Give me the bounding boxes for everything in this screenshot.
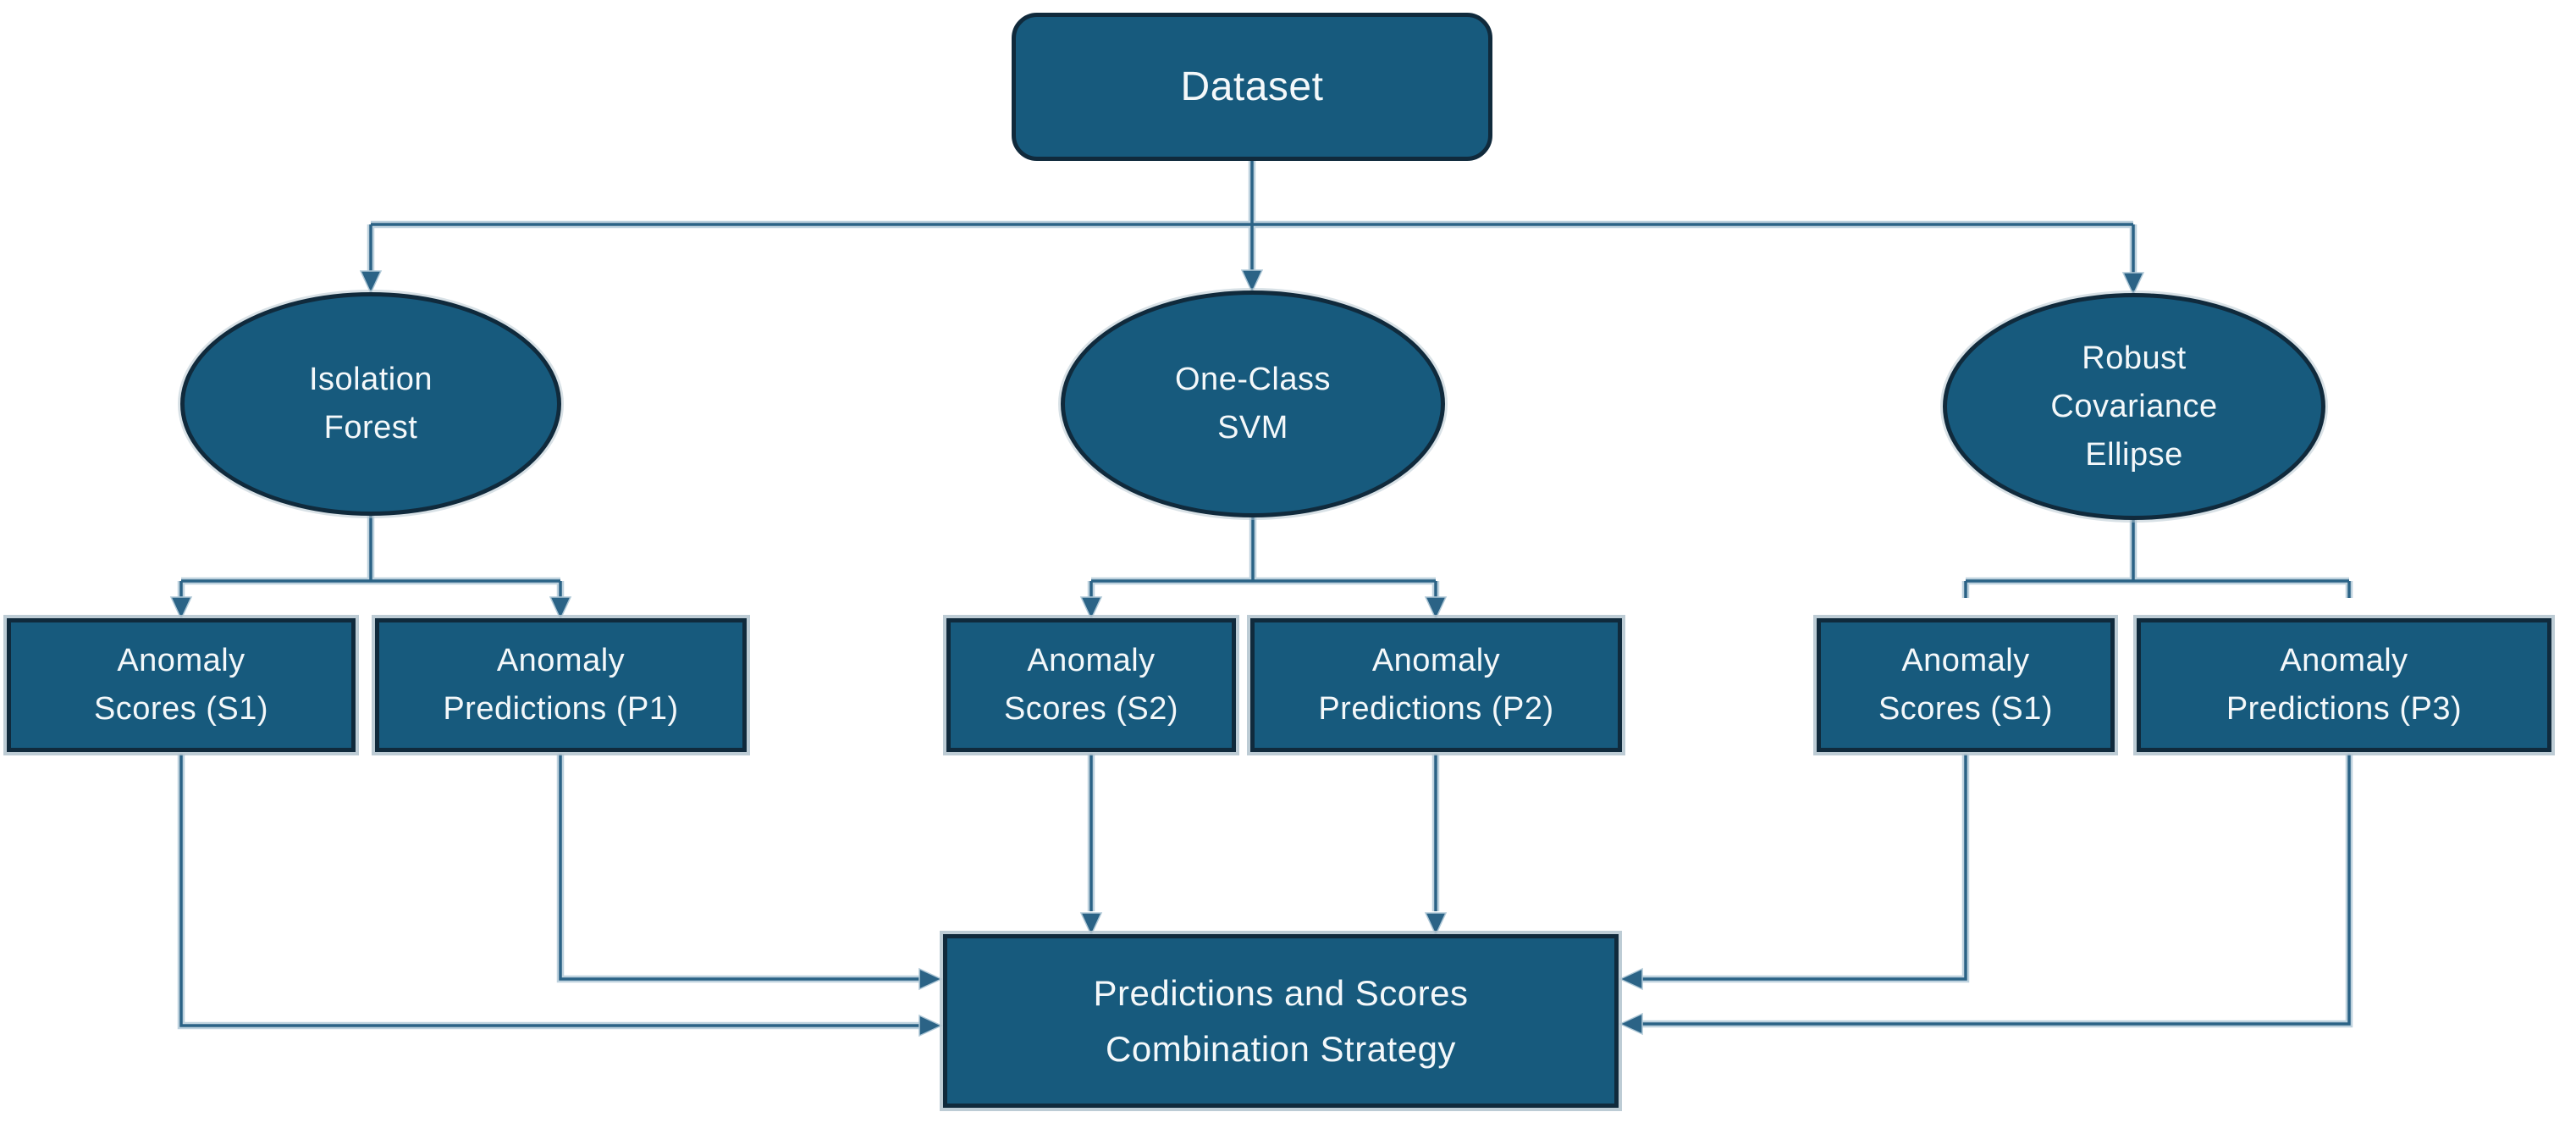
node-anomaly-predictions-p3: Anomaly Predictions (P3): [2137, 618, 2551, 752]
node-anomaly-scores-s1-left: Anomaly Scores (S1): [7, 618, 356, 752]
node-combination-strategy: Predictions and Scores Combination Strat…: [943, 934, 1619, 1108]
node-robust-covariance-ellipse-label: Robust Covariance Ellipse: [2050, 340, 2218, 473]
arrowhead: [549, 596, 572, 621]
node-dataset-label: Dataset: [1180, 64, 1324, 109]
arrowhead: [1424, 912, 1448, 937]
node-anomaly-predictions-p3-label: Anomaly Predictions (P3): [2226, 643, 2463, 727]
node-isolation-forest-label: Isolation Forest: [308, 362, 433, 445]
node-anomaly-scores-s2: Anomaly Scores (S2): [946, 618, 1236, 752]
arrowhead: [1240, 269, 1264, 294]
node-dataset: Dataset: [1012, 13, 1492, 161]
node-robust-covariance-ellipse: Robust Covariance Ellipse: [1943, 293, 2325, 520]
node-anomaly-scores-s1-right-label: Anomaly Scores (S1): [1878, 643, 2054, 727]
arrowhead: [359, 270, 383, 295]
connector-lines: [179, 161, 2351, 1027]
arrowhead: [1079, 912, 1103, 937]
node-anomaly-predictions-p2-label: Anomaly Predictions (P2): [1318, 643, 1554, 727]
node-one-class-svm-label: One-Class SVM: [1175, 362, 1331, 445]
arrowhead: [918, 967, 943, 991]
node-anomaly-predictions-p1-label: Anomaly Predictions (P1): [443, 643, 679, 727]
node-anomaly-predictions-p2: Anomaly Predictions (P2): [1250, 618, 1622, 752]
node-anomaly-scores-s1-left-label: Anomaly Scores (S1): [93, 643, 269, 727]
arrowhead: [1619, 967, 1643, 991]
arrowhead: [1079, 596, 1103, 621]
node-anomaly-scores-s1-right: Anomaly Scores (S1): [1817, 618, 2115, 752]
node-isolation-forest: Isolation Forest: [180, 292, 561, 516]
node-combination-strategy-label: Predictions and Scores Combination Strat…: [1093, 973, 1469, 1069]
arrowhead: [2121, 272, 2145, 296]
arrowhead: [918, 1014, 943, 1037]
arrowhead: [1424, 596, 1448, 621]
node-anomaly-predictions-p1: Anomaly Predictions (P1): [375, 618, 747, 752]
arrowhead: [169, 596, 193, 621]
node-one-class-svm: One-Class SVM: [1061, 290, 1445, 517]
node-anomaly-scores-s2-label: Anomaly Scores (S2): [1003, 643, 1179, 727]
arrowhead: [1619, 1012, 1643, 1036]
